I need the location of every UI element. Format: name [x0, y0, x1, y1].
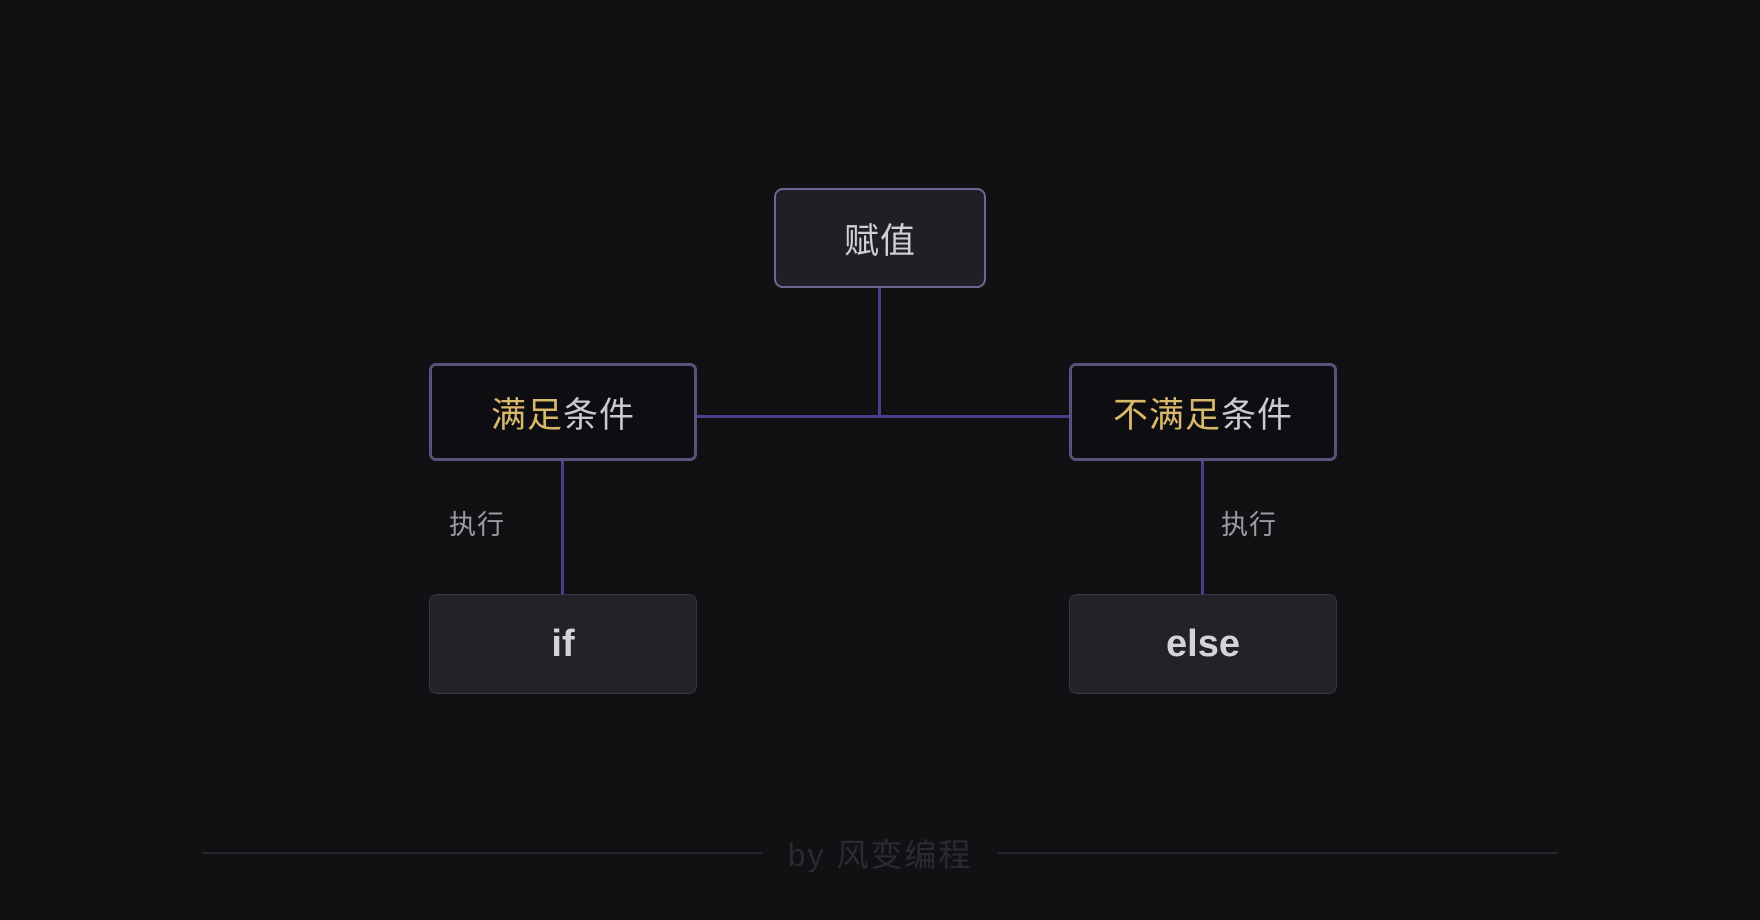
node-condition-true-accent: 满足 [490, 395, 563, 435]
edge-label-execute-if: 执行 [449, 510, 505, 540]
node-assign[interactable]: 赋值 [774, 188, 986, 288]
node-condition-false-plain: 条件 [1221, 395, 1294, 435]
node-if-label: if [551, 622, 575, 665]
node-condition-true[interactable]: 满足条件 [429, 363, 697, 461]
node-assign-label: 赋值 [843, 221, 916, 261]
edge-assign-to-trunk [878, 288, 881, 417]
footer-watermark: by 风变编程 [0, 818, 1760, 888]
node-if[interactable]: if [429, 594, 697, 694]
node-condition-false[interactable]: 不满足条件 [1069, 363, 1337, 461]
footer-divider-right [998, 852, 1559, 854]
footer-credit-text: by 风变编程 [787, 837, 973, 873]
footer-divider-left [201, 852, 762, 854]
edge-condition-false-to-else [1201, 461, 1204, 594]
node-condition-true-plain: 条件 [563, 395, 636, 435]
edge-condition-trunk [697, 415, 1069, 418]
node-else[interactable]: else [1069, 594, 1337, 694]
edge-condition-true-to-if [561, 461, 564, 594]
edge-label-execute-else: 执行 [1221, 510, 1277, 540]
node-else-label: else [1166, 622, 1240, 665]
node-condition-false-accent: 不满足 [1112, 395, 1221, 435]
